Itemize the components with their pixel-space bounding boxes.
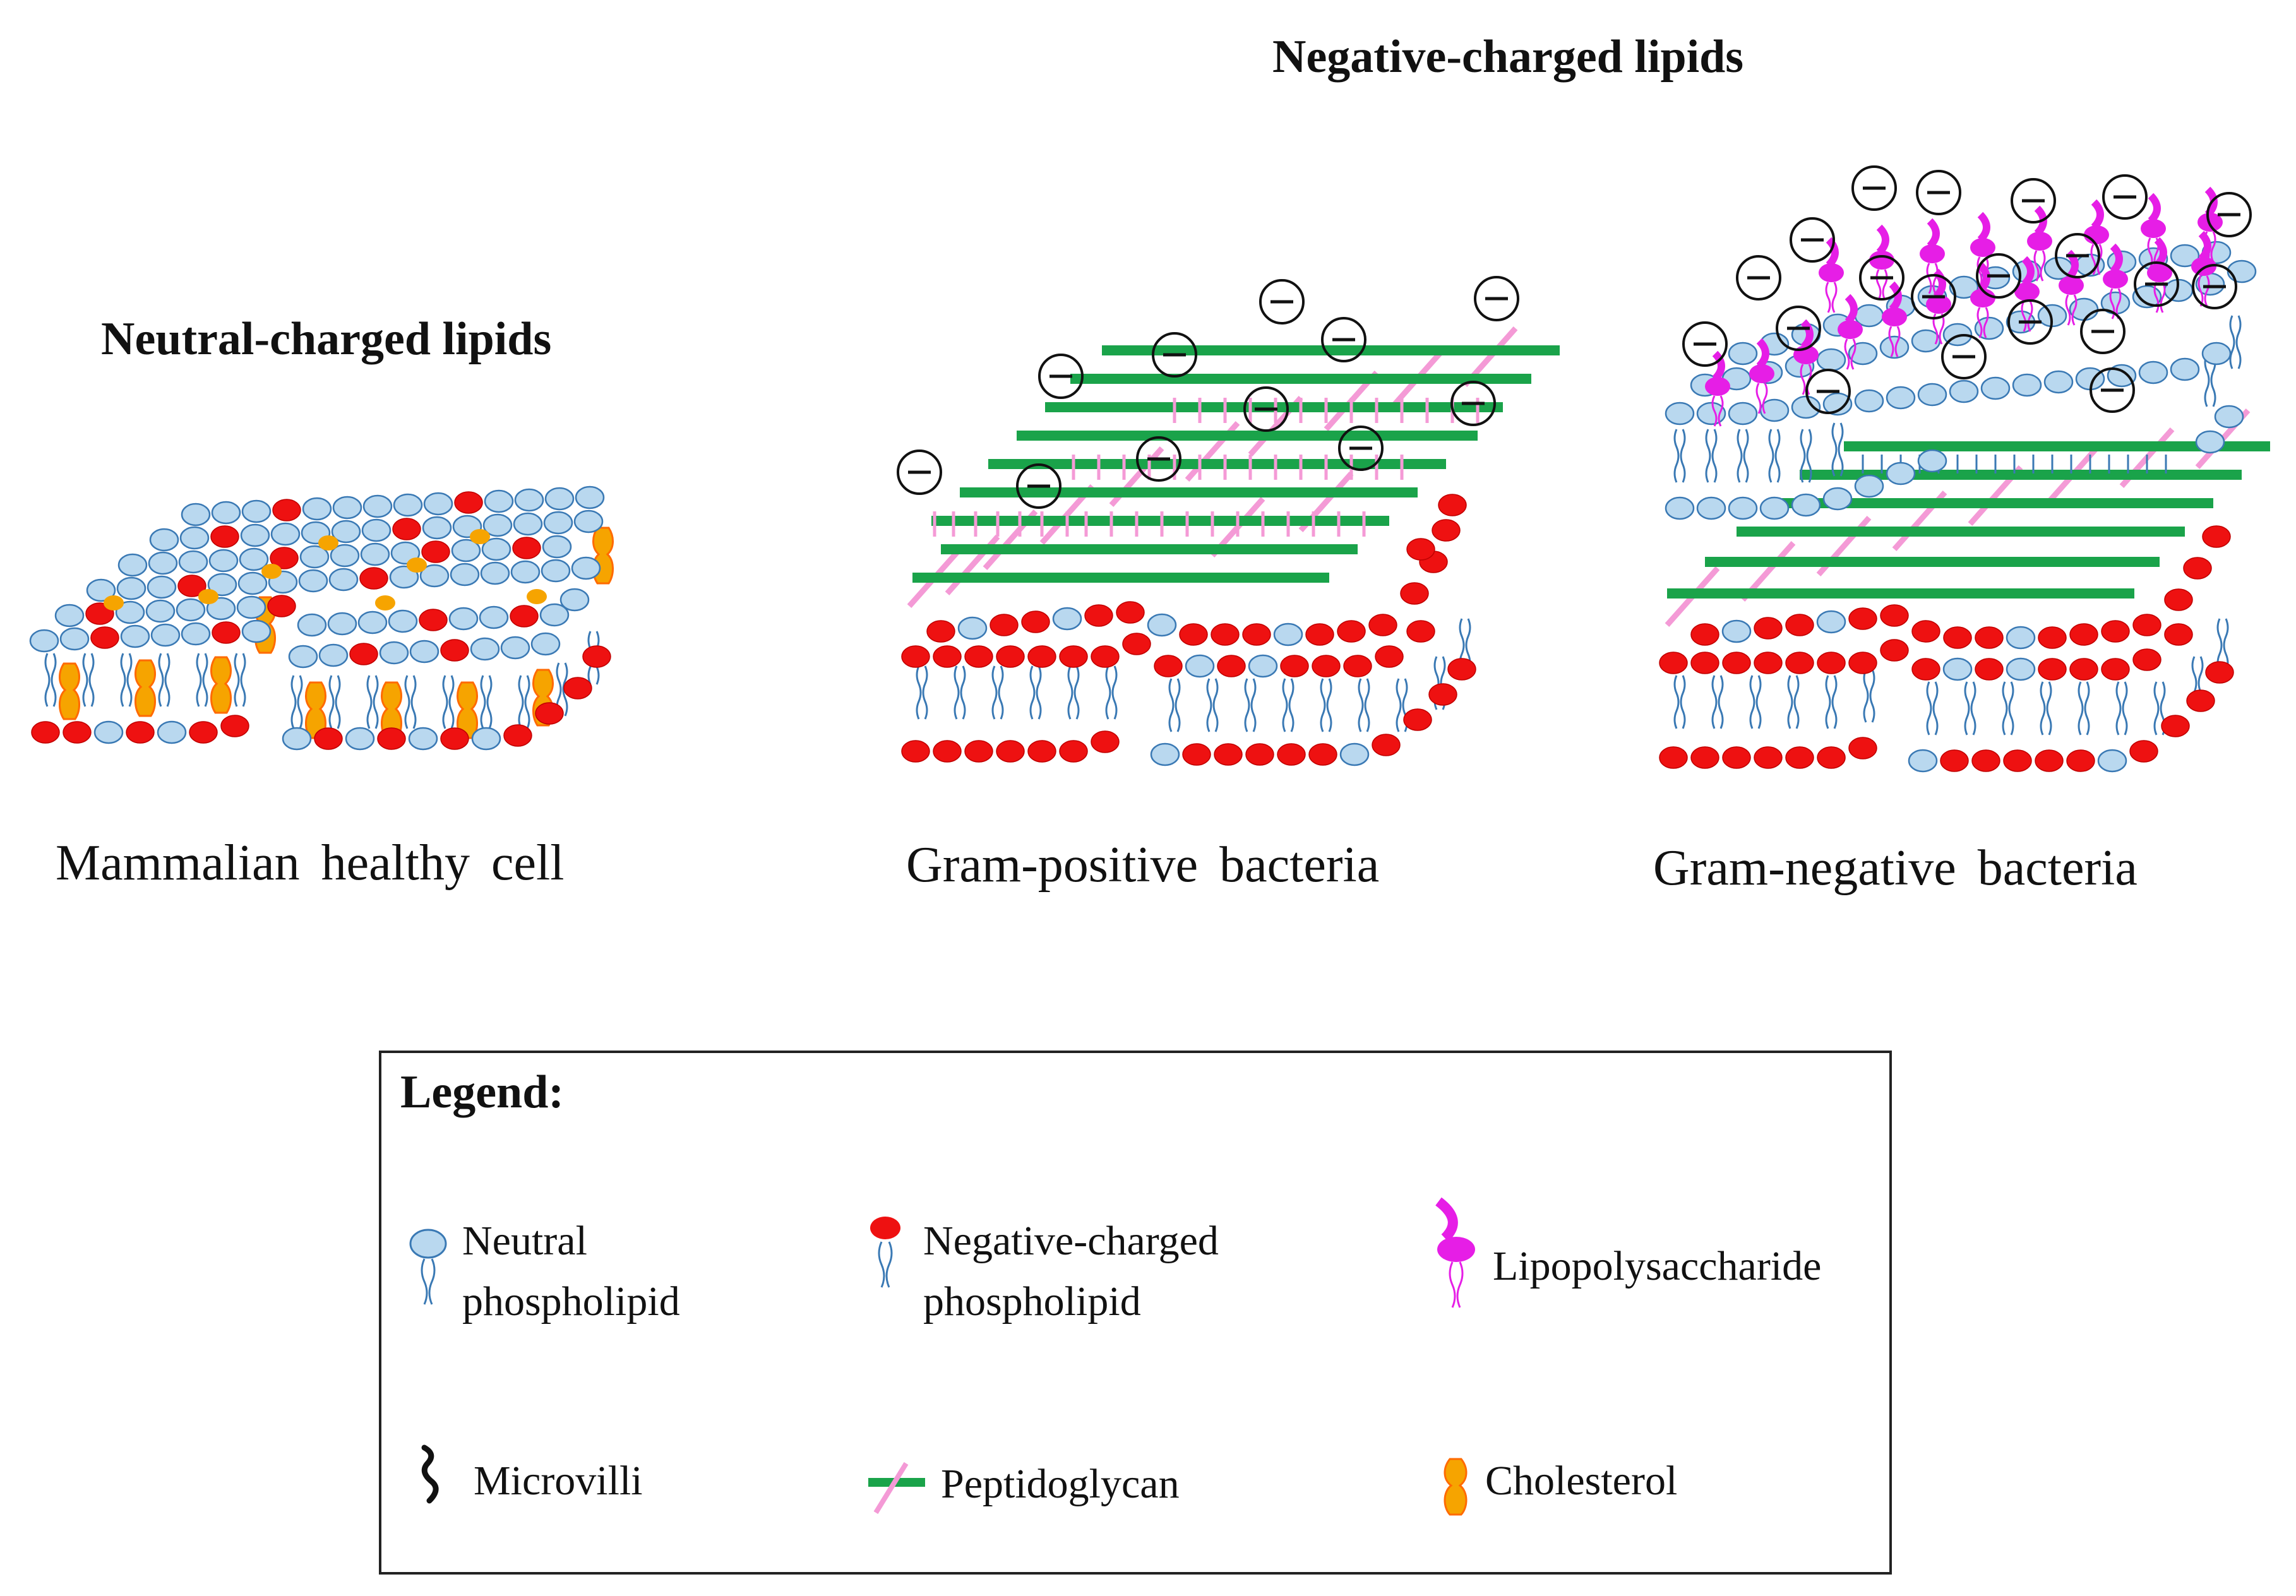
legend-peptidoglycan: Peptidoglycan [941, 1461, 1180, 1507]
legend-neutral-phospholipid: Neutral phospholipid [462, 1211, 680, 1332]
gp-negative-charges [898, 277, 1518, 508]
gp-peptidoglycan [907, 326, 1560, 608]
mammalian-top-cholesterol [104, 529, 547, 610]
caption-gram-positive-bacteria: Gram-positive bacteria [906, 837, 1380, 893]
lipopolysaccharide-icon [1435, 1197, 1475, 1308]
mammalian-top-heads [29, 485, 605, 669]
legend-negative-line1: Negative-charged [923, 1218, 1219, 1264]
legend-lipopolysaccharide: Lipopolysaccharide [1493, 1243, 1822, 1289]
gram-positive-membrane [898, 277, 1560, 766]
caption-gram-negative-bacteria: Gram-negative bacteria [1653, 840, 2138, 896]
legend-box: Legend: Neutral phospholipid Negative-ch… [379, 1051, 1892, 1575]
neutral-phospholipid-icon [409, 1229, 447, 1305]
legend-icons [409, 1197, 1475, 1516]
legend-microvilli: Microvilli [474, 1458, 643, 1504]
legend-title: Legend: [400, 1066, 564, 1118]
microvilli-icon [421, 1444, 439, 1504]
legend-negative-line2: phospholipid [923, 1278, 1141, 1325]
legend-neutral-line1: Neutral [462, 1218, 587, 1264]
mammalian-membrane [29, 485, 614, 751]
gp-bottom-heads [901, 658, 1476, 766]
peptidoglycan-icon [868, 1462, 925, 1515]
negative-phospholipid-icon [870, 1217, 900, 1288]
heading-neutral-charged-lipids: Neutral-charged lipids [101, 313, 552, 365]
heading-negative-charged-lipids: Negative-charged lipids [1272, 31, 1744, 83]
legend-cholesterol: Cholesterol [1485, 1458, 1678, 1504]
legend-negative-phospholipid: Negative-charged phospholipid [923, 1211, 1219, 1332]
caption-mammalian-healthy-cell: Mammalian healthy cell [56, 835, 565, 891]
cholesterol-icon [1444, 1458, 1468, 1516]
legend-neutral-line2: phospholipid [462, 1278, 680, 1325]
gram-negative-membrane [1659, 167, 2270, 773]
